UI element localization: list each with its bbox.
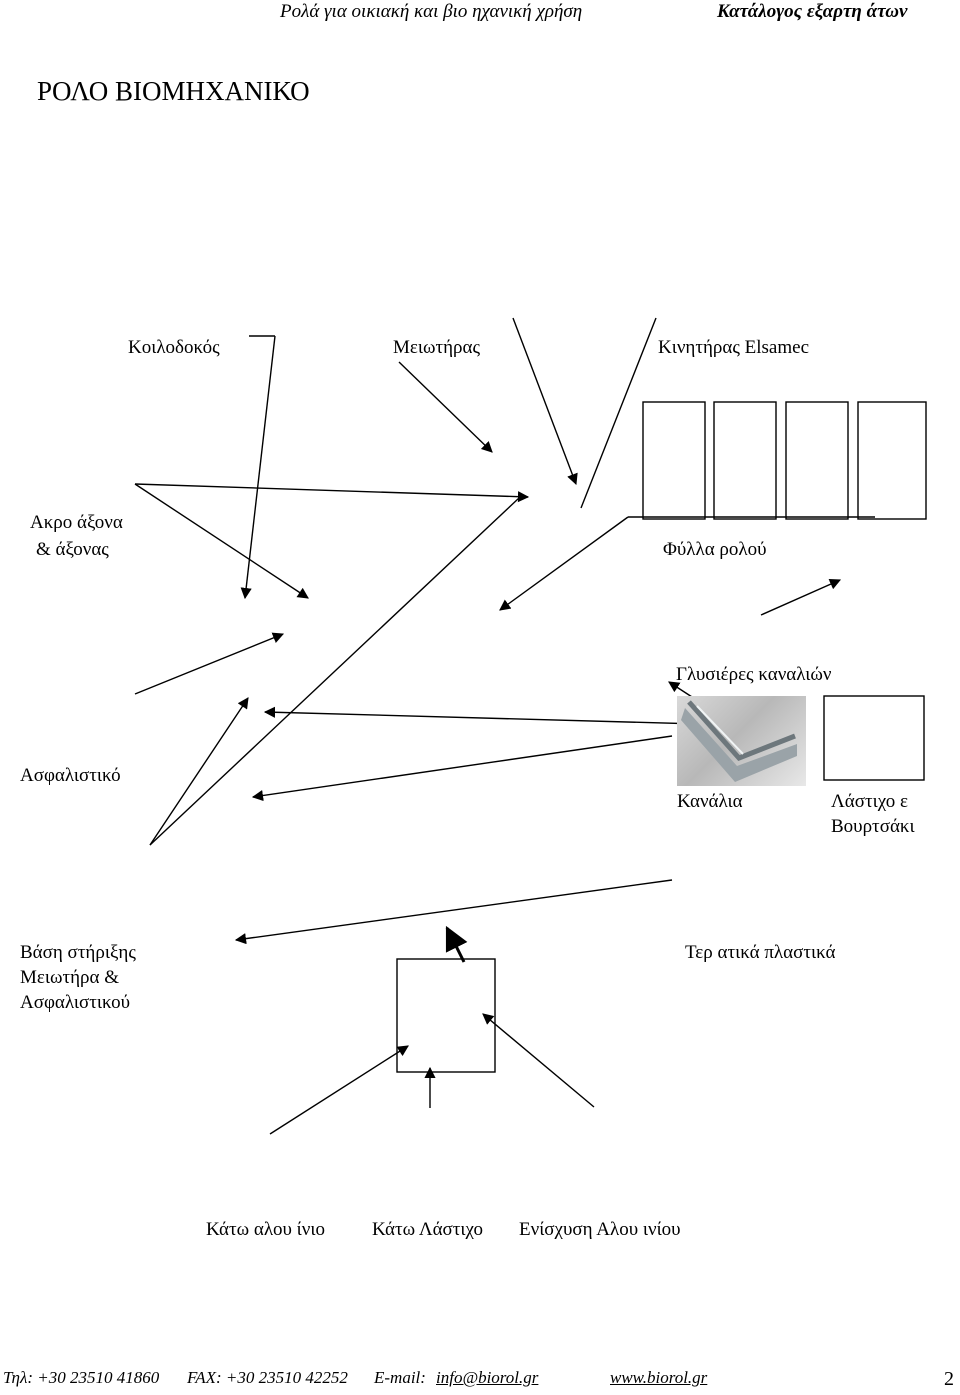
sheet-box-3	[785, 401, 849, 520]
page-title: ΡΟΛΟ ΒΙΟΜΗΧΑΝΙΚΟ	[37, 76, 310, 106]
label-lastixo-line2: Βουρτσάκι	[831, 816, 915, 837]
kinitiras-arrow-2	[580, 317, 657, 509]
footer-fax: FAX: +30 23510 42252	[187, 1368, 348, 1387]
termatika-arrow	[445, 925, 468, 963]
koilodokos-arrow	[240, 335, 276, 600]
lastixo-box	[823, 695, 925, 781]
header-right: Κατάλογος εξαρτη άτων	[717, 1, 908, 22]
vasi-line	[234, 879, 673, 945]
label-akro-line1: Ακρο άξονα	[30, 512, 123, 533]
label-vasi-line3: Ασφαλιστικού	[20, 992, 131, 1013]
akro-line-top	[134, 483, 530, 503]
footer-phone: Τηλ: +30 23510 41860	[3, 1368, 160, 1387]
sheet-box-2	[713, 401, 777, 520]
glysieres-line	[263, 706, 736, 726]
bottom-left-arrow	[269, 1045, 409, 1135]
label-kanalia: Κανάλια	[677, 791, 743, 812]
label-lastixo-line1: Λάστιχο ε	[831, 791, 908, 812]
label-fylla: Φύλλα ρολού	[663, 539, 767, 560]
channel-photo	[677, 696, 806, 786]
label-akro-line2: & άξονας	[36, 539, 109, 560]
left-diag-line	[149, 697, 249, 846]
bottom-box	[396, 958, 496, 1073]
label-asfalistiko: Ασφαλιστικό	[20, 765, 121, 786]
asfalistiko-line	[251, 735, 673, 802]
fylla-short-arrow	[760, 578, 842, 616]
footer-website-link[interactable]: www.biorol.gr	[610, 1368, 708, 1387]
label-kato-lastixo: Κάτω Λάστιχο	[372, 1219, 484, 1240]
left-arrow-up	[134, 632, 285, 695]
label-kinitiras: Κινητήρας Elsamec	[658, 337, 809, 358]
label-termatika: Τερ ατικά πλαστικά	[685, 942, 836, 963]
label-koilodokos: Κοιλοδοκός	[128, 337, 220, 358]
akro-arrow-down	[134, 483, 309, 599]
footer-email-label: E-mail:	[374, 1368, 426, 1387]
footer-email-link[interactable]: info@biorol.gr	[436, 1368, 539, 1387]
label-glysieres: Γλυσιέρες καναλιών	[676, 664, 832, 685]
label-kato-alouminio: Κάτω αλου ίνιο	[206, 1219, 326, 1240]
sheet-box-1	[642, 401, 706, 520]
label-vasi-line1: Βάση στήριξης	[20, 942, 136, 963]
kinitiras-arrow-1	[512, 317, 578, 486]
page-number: 2	[944, 1368, 954, 1390]
fylla-arrow	[499, 516, 629, 611]
header-left: Ρολά για οικιακή και βιο ηχανική χρήση	[280, 1, 583, 22]
bottom-right-arrow	[482, 1013, 595, 1108]
meiotiras-arrow	[398, 361, 493, 453]
left-long-line	[149, 497, 520, 846]
label-vasi-line2: Μειωτήρα &	[20, 967, 120, 988]
label-enisxysi: Ενίσχυση Αλου ινίου	[519, 1219, 681, 1240]
sheet-box-4	[857, 401, 927, 520]
label-meiotiras: Μειωτήρας	[393, 337, 481, 358]
